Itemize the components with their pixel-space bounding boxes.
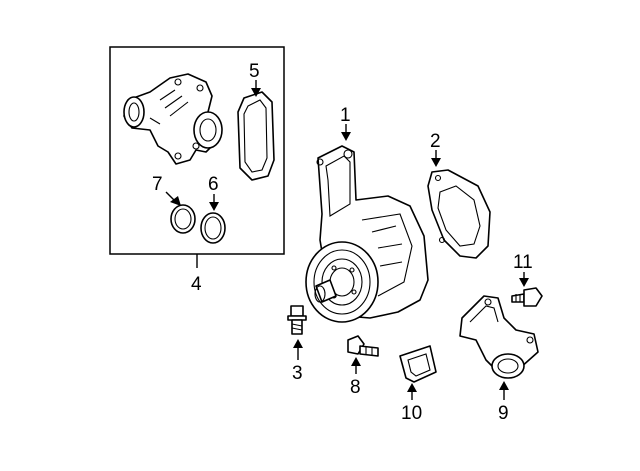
callout-8: 8 (350, 377, 361, 398)
callout-4: 4 (191, 274, 202, 295)
coolant-outlet-drawing (459, 295, 539, 379)
callout-6: 6 (208, 174, 219, 195)
housing-gasket-drawing (237, 91, 275, 181)
o-ring-6-drawing (200, 212, 226, 244)
bolt-3-drawing (287, 305, 307, 335)
outlet-gasket-drawing (399, 345, 437, 383)
bolt-8-drawing (347, 335, 379, 357)
leader-arrows (165, 80, 529, 400)
callout-9: 9 (498, 403, 509, 424)
pump-gasket-drawing (427, 169, 491, 259)
water-pump-drawing (305, 145, 429, 323)
o-ring-7-drawing (170, 204, 196, 234)
thermostat-kit-box (109, 46, 285, 268)
bolt-11-drawing (511, 287, 543, 307)
thermostat-housing-drawing (123, 73, 223, 165)
callout-5: 5 (249, 61, 260, 82)
callout-10: 10 (401, 403, 422, 424)
callout-7: 7 (152, 174, 163, 195)
callout-11: 11 (513, 252, 533, 273)
callout-3: 3 (292, 363, 303, 384)
callout-2: 2 (430, 131, 441, 152)
callout-1: 1 (340, 105, 351, 126)
